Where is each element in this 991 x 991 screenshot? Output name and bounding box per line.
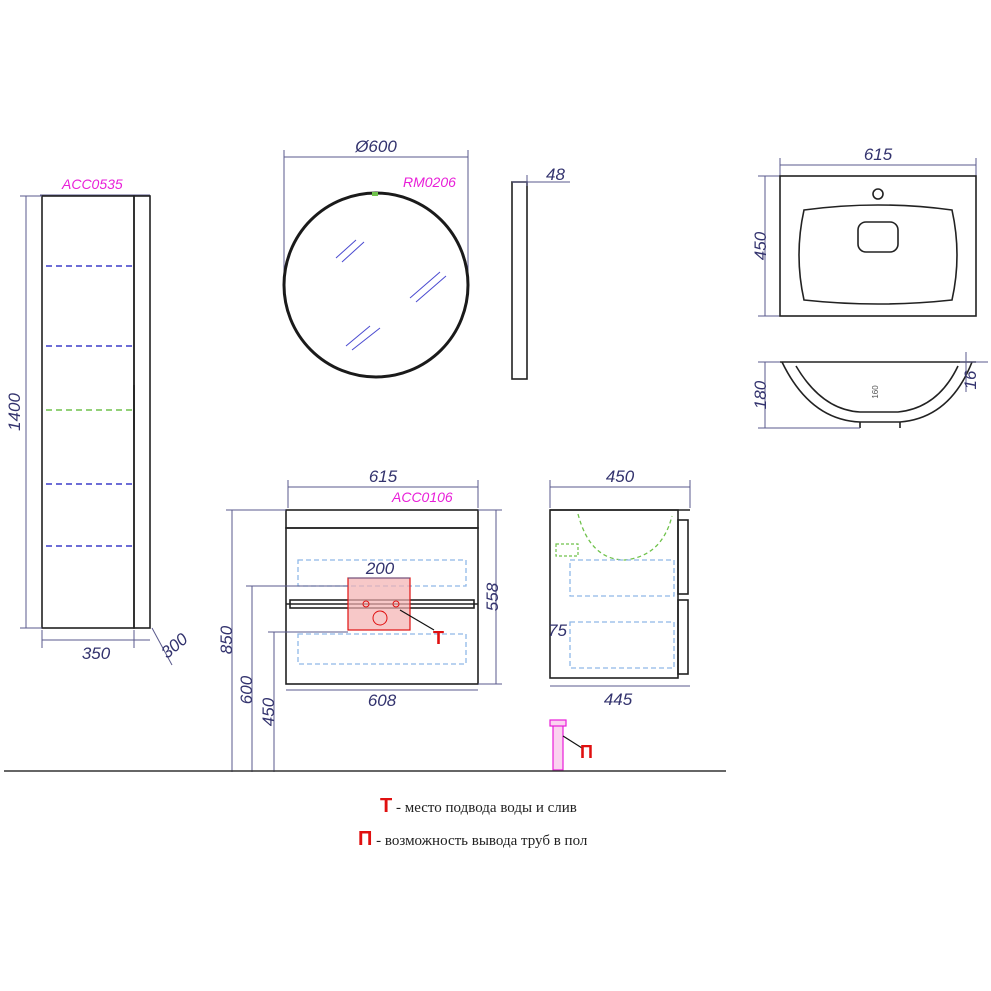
vanity-mount-600-label: 600 bbox=[237, 675, 256, 704]
sink-basin bbox=[798, 204, 958, 305]
vanity-front-view: 615 ACC0106 200 Т 558 608 850 600 450 bbox=[217, 467, 502, 772]
mirror-depth-label: 48 bbox=[546, 165, 565, 184]
mirror-diameter-label: Ø600 bbox=[354, 137, 397, 156]
cabinet-code: ACC0535 bbox=[61, 176, 123, 192]
vanity-countertop bbox=[285, 509, 479, 529]
cabinet-width-label: 350 bbox=[82, 644, 111, 663]
vanity-mount-450-label: 450 bbox=[259, 697, 278, 726]
t-mark: Т bbox=[433, 628, 444, 648]
mirror-outline bbox=[282, 191, 470, 379]
cabinet-depth-label: 300 bbox=[157, 629, 191, 662]
side-top-depth-label: 450 bbox=[606, 467, 635, 486]
drawer-outline bbox=[297, 559, 467, 587]
sink-height-label: 180 bbox=[751, 380, 770, 409]
vanity-side-view: 450 75 445 П bbox=[548, 467, 691, 771]
floor-pipe bbox=[552, 723, 564, 771]
vanity-floor-height-label: 850 bbox=[217, 625, 236, 654]
legend-item-t: Т - место подвода воды и слив bbox=[380, 795, 577, 817]
vanity-bottom-width-label: 608 bbox=[368, 691, 397, 710]
cabinet-height-label: 1400 bbox=[5, 393, 24, 431]
mirror-code: RM0206 bbox=[403, 174, 456, 190]
mirror-glare bbox=[335, 239, 447, 351]
vanity-body-height-label: 558 bbox=[483, 582, 502, 611]
utility-cutout bbox=[347, 577, 411, 631]
legend-item-p: П - возможность вывода труб в пол bbox=[358, 828, 588, 850]
vanity-side-body bbox=[549, 509, 679, 679]
sink-depth-label: 450 bbox=[751, 231, 770, 260]
cutout-width-label: 200 bbox=[365, 559, 395, 578]
drawer-outline bbox=[297, 633, 467, 665]
vanity-body bbox=[285, 527, 479, 685]
sink-profile bbox=[781, 361, 973, 423]
cabinet-body bbox=[41, 195, 135, 629]
drawer-side-outline bbox=[569, 559, 675, 597]
sink-top-view: 615 450 bbox=[751, 145, 977, 317]
legend-key: П bbox=[358, 828, 372, 850]
sink-rim-label: 16 bbox=[961, 370, 980, 389]
mirror-hanger bbox=[372, 192, 378, 196]
sink-ghost bbox=[577, 513, 673, 561]
side-inner-label: 75 bbox=[548, 621, 567, 640]
side-bottom-depth-label: 445 bbox=[604, 690, 633, 709]
drawer-side-outline bbox=[569, 621, 675, 669]
legend-key: Т bbox=[380, 795, 392, 817]
p-mark: П bbox=[580, 742, 593, 762]
vanity-code: ACC0106 bbox=[391, 489, 453, 505]
sink-inner-label: 160 bbox=[871, 385, 880, 399]
sink-drain bbox=[857, 221, 899, 253]
sink-width-label: 615 bbox=[864, 145, 893, 164]
legend-text: - возможность вывода труб в пол bbox=[372, 833, 588, 849]
legend: Т - место подвода воды и слив П - возмож… bbox=[358, 795, 588, 850]
legend-text: - место подвода воды и слив bbox=[392, 800, 577, 816]
sink-side-view: 180 160 16 bbox=[751, 352, 988, 429]
cabinet-door-edge bbox=[133, 195, 151, 629]
sink-outline bbox=[779, 175, 977, 317]
mirror-side-view bbox=[511, 181, 528, 380]
round-mirror: Ø600 RM0206 48 bbox=[282, 137, 570, 380]
faucet-hole bbox=[872, 188, 884, 200]
tall-cabinet: ACC0535 1400 350 300 bbox=[5, 176, 192, 666]
vanity-top-width-label: 615 bbox=[369, 467, 398, 486]
